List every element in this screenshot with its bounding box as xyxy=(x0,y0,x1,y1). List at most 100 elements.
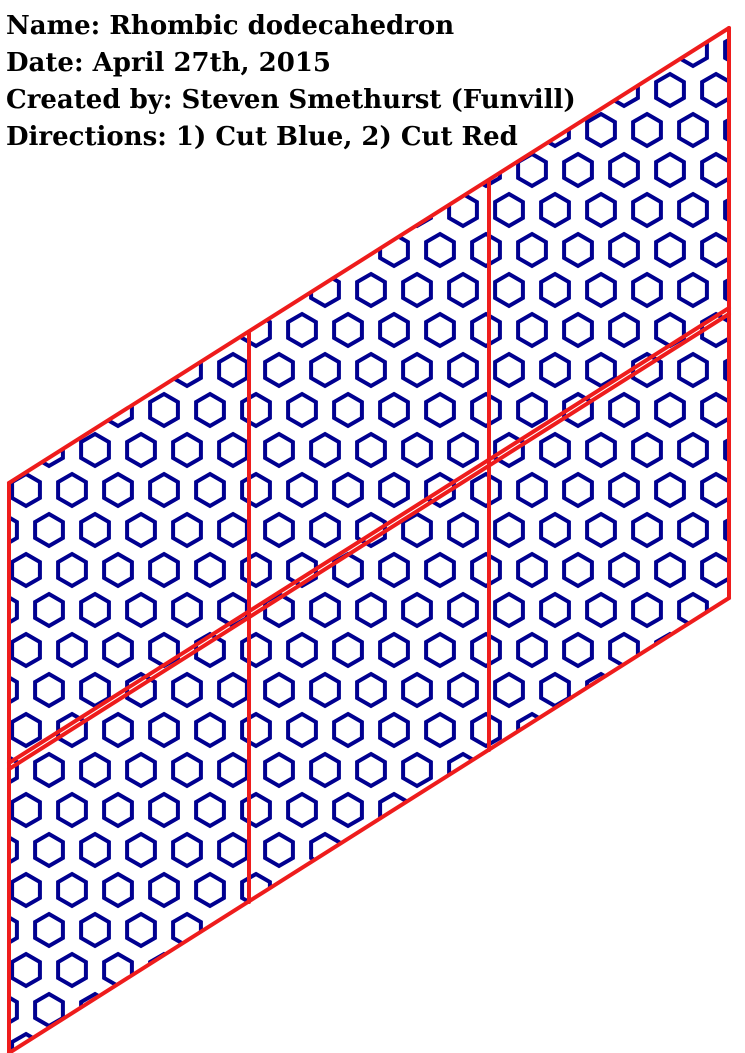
hexagon-cut-shape xyxy=(79,831,111,869)
hexagon-cut-shape xyxy=(677,751,709,789)
hexagon-cut-shape xyxy=(378,1031,410,1053)
hexagon-cut-shape xyxy=(125,991,157,1029)
hexagon-cut-shape xyxy=(9,911,19,949)
hexagon-cut-shape xyxy=(654,391,686,429)
hexagon-cut-shape xyxy=(9,271,19,309)
hexagon-cut-shape xyxy=(539,351,571,389)
hexagon-cut-shape xyxy=(516,551,548,589)
hexagon-cut-shape xyxy=(332,471,364,509)
hexagon-cut-shape xyxy=(585,751,617,789)
hexagon-cut-shape xyxy=(171,591,203,629)
hexagon-cut-shape xyxy=(240,1031,272,1053)
hexagon-cut-shape xyxy=(102,151,134,189)
hexagon-cut-shape xyxy=(309,991,341,1029)
hexagon-cut-shape xyxy=(493,911,525,949)
hexagon-cut-shape xyxy=(148,151,180,189)
hexagon-cut-shape xyxy=(562,951,594,989)
hexagon-cut-shape xyxy=(424,711,456,749)
hexagon-cut-shape xyxy=(401,991,433,1029)
hexagon-cut-shape xyxy=(654,71,686,109)
hexagon-cut-shape xyxy=(309,191,341,229)
hexagon-cut-shape xyxy=(447,591,479,629)
cut-lines-layer xyxy=(7,26,731,1053)
hexagon-cut-shape xyxy=(447,911,479,949)
hexagon-cut-shape xyxy=(286,951,318,989)
hexagon-cut-shape xyxy=(263,911,295,949)
hexagon-cut-shape xyxy=(10,631,42,669)
hexagon-cut-shape xyxy=(79,671,111,709)
hexagon-cut-shape xyxy=(332,951,364,989)
hexagon-cut-shape xyxy=(723,351,729,389)
hexagon-cut-shape xyxy=(516,951,548,989)
hexagon-cut-shape xyxy=(263,991,295,1029)
hexagon-cut-shape xyxy=(33,191,65,229)
hexagon-cut-shape xyxy=(102,231,134,269)
hexagon-cut-shape xyxy=(378,391,410,429)
hexagon-cut-shape xyxy=(9,591,19,629)
hexagon-cut-shape xyxy=(263,671,295,709)
hexagon-cut-shape xyxy=(125,591,157,629)
hexagon-cut-shape xyxy=(332,791,364,829)
hexagon-cut-shape xyxy=(194,311,226,349)
hexagon-cut-shape xyxy=(585,991,617,1029)
hexagon-cut-shape xyxy=(9,191,19,229)
hexagon-cut-shape xyxy=(447,831,479,869)
hexagon-cut-shape xyxy=(56,231,88,269)
red-cut-line-outer-bottom-edge xyxy=(7,596,731,1053)
hexagon-cut-shape xyxy=(401,591,433,629)
hexagon-cut-shape xyxy=(171,431,203,469)
hexagon-cut-shape xyxy=(539,991,571,1029)
hexagon-cut-shape xyxy=(585,351,617,389)
hexagon-cut-shape xyxy=(585,191,617,229)
hexagon-cut-shape xyxy=(33,511,65,549)
hexagon-cut-shape xyxy=(56,951,88,989)
hexagon-cut-shape xyxy=(700,231,729,269)
hexagon-cut-shape xyxy=(723,911,729,949)
hexagon-cut-shape xyxy=(194,391,226,429)
header-text-block: Name: Rhombic dodecahedron Date: April 2… xyxy=(6,8,576,156)
hexagon-cut-shape xyxy=(700,871,729,909)
hexagon-cut-shape xyxy=(194,711,226,749)
hexagon-cut-shape xyxy=(700,151,729,189)
hexagon-cut-shape xyxy=(631,671,663,709)
hexagon-cut-shape xyxy=(263,431,295,469)
hexagon-cut-shape xyxy=(33,271,65,309)
hexagon-cut-shape xyxy=(562,631,594,669)
hexagon-cut-shape xyxy=(102,631,134,669)
hexagon-cut-shape xyxy=(585,511,617,549)
hexagon-cut-shape xyxy=(539,831,571,869)
hexagon-cut-shape xyxy=(378,951,410,989)
hexagon-cut-shape xyxy=(631,111,663,149)
hexagon-cut-shape xyxy=(723,671,729,709)
hexagon-cut-shape xyxy=(631,991,663,1029)
hexagon-cut-shape xyxy=(401,831,433,869)
hexagon-cut-shape xyxy=(79,511,111,549)
hexagon-cut-shape xyxy=(79,431,111,469)
hexagon-cut-shape xyxy=(33,671,65,709)
hexagon-cut-shape xyxy=(240,551,272,589)
hexagon-cut-shape xyxy=(723,111,729,149)
hexagon-cut-shape xyxy=(723,191,729,229)
name-line: Name: Rhombic dodecahedron xyxy=(6,11,455,41)
hexagon-cut-shape xyxy=(309,911,341,949)
hexagon-cut-shape xyxy=(125,911,157,949)
hexagon-cut-shape xyxy=(148,471,180,509)
hexagon-cut-shape xyxy=(309,431,341,469)
hexagon-cut-shape xyxy=(608,951,640,989)
hexagon-cut-shape xyxy=(700,951,729,989)
hexagon-cut-shape xyxy=(677,911,709,949)
hexagon-cut-shape xyxy=(562,471,594,509)
hexagon-cut-shape xyxy=(171,831,203,869)
hexagon-cut-shape xyxy=(401,431,433,469)
hexagon-cut-shape xyxy=(447,271,479,309)
hexagon-cut-shape xyxy=(493,751,525,789)
red-cut-line-middle-diagonal-cut-b xyxy=(7,312,731,771)
hexagon-cut-shape xyxy=(148,711,180,749)
hexagon-cut-shape xyxy=(56,1031,88,1053)
hexagon-cut-shape xyxy=(424,231,456,269)
hexagon-cut-shape xyxy=(654,791,686,829)
hexagon-cut-shape xyxy=(654,871,686,909)
hexagon-cut-shape xyxy=(286,471,318,509)
hexagon-cut-shape xyxy=(33,911,65,949)
